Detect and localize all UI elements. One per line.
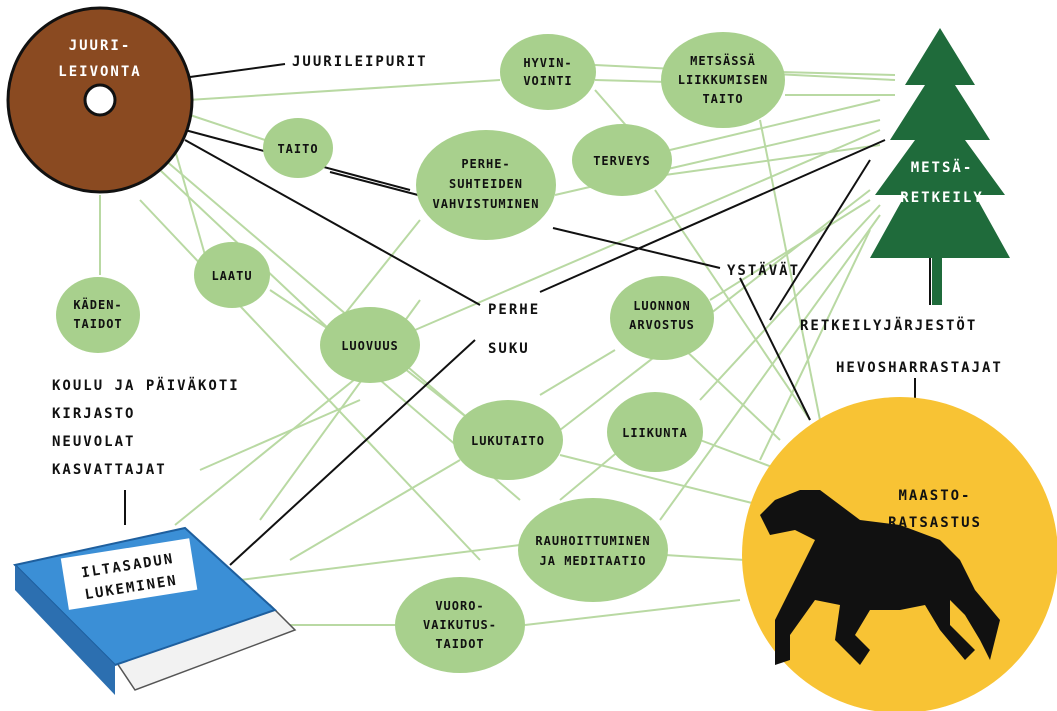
node-kaden-taidot: KÄDEN- TAIDOT bbox=[56, 277, 140, 353]
node-luonnon-line2: ARVOSTUS bbox=[629, 318, 695, 332]
green-connectors bbox=[99, 64, 896, 626]
node-metsassa-line2: LIIKKUMISEN bbox=[678, 73, 768, 87]
hub-maasto-line2: RATSASTUS bbox=[888, 515, 982, 531]
label-juurileipurit: JUURILEIPURIT bbox=[292, 54, 428, 70]
hub-juuri-line1: JUURI- bbox=[69, 38, 132, 54]
node-terveys-line1: TERVEYS bbox=[593, 154, 651, 168]
label-suku: SUKU bbox=[488, 341, 530, 357]
node-perhesuhteiden-line3: VAHVISTUMINEN bbox=[433, 197, 540, 211]
node-liikunta-line1: LIIKUNTA bbox=[622, 426, 688, 440]
hub-iltasadun-lukeminen: ILTASADUN LUKEMINEN bbox=[12, 526, 297, 695]
label-koulu-line1: KOULU JA PÄIVÄKOTI bbox=[52, 377, 240, 394]
hub-metsa-line2: RETKEILY bbox=[900, 190, 983, 206]
node-kaden-line2: TAIDOT bbox=[73, 317, 122, 331]
label-koulu-line2: KIRJASTO bbox=[52, 406, 135, 422]
node-luovuus-line1: LUOVUUS bbox=[341, 339, 399, 353]
hub-maasto-ratsastus: MAASTO- RATSASTUS bbox=[742, 397, 1057, 711]
node-kaden-line1: KÄDEN- bbox=[73, 297, 122, 312]
label-koulu-line4: KASVATTAJAT bbox=[52, 462, 167, 478]
node-rauhoittuminen-line1: RAUHOITTUMINEN bbox=[535, 534, 650, 548]
hub-juuri-leivonta: JUURI- LEIVONTA bbox=[6, 6, 194, 194]
node-laatu: LAATU bbox=[194, 242, 270, 308]
label-ystavat: YSTÄVÄT bbox=[727, 262, 800, 279]
hole-icon bbox=[83, 83, 117, 117]
book-label-plate bbox=[60, 538, 198, 610]
node-metsassa-line1: METSÄSSÄ bbox=[690, 53, 756, 68]
label-koulu-group: KOULU JA PÄIVÄKOTI KIRJASTO NEUVOLAT KAS… bbox=[52, 377, 240, 478]
node-hyvinvointi-line1: HYVIN- bbox=[523, 56, 572, 70]
node-luonnon-arvostus: LUONNON ARVOSTUS bbox=[610, 276, 714, 360]
hub-metsa-retkeily: METSÄ- RETKEILY bbox=[870, 28, 1010, 305]
node-vuorovaikutus-line3: TAIDOT bbox=[435, 637, 484, 651]
node-hyvinvointi: HYVIN- VOINTI bbox=[500, 34, 596, 110]
label-hevosharrastajat: HEVOSHARRASTAJAT bbox=[836, 360, 1003, 376]
node-perhesuhteiden-vahvistuminen: PERHE- SUHTEIDEN VAHVISTUMINEN bbox=[416, 130, 556, 240]
label-retkeilyjarjestot: RETKEILYJÄRJESTÖT bbox=[800, 316, 977, 334]
node-terveys: TERVEYS bbox=[572, 124, 672, 196]
label-koulu-line3: NEUVOLAT bbox=[52, 434, 135, 450]
node-taito: TAITO bbox=[263, 118, 333, 178]
node-lukutaito-line1: LUKUTAITO bbox=[471, 434, 545, 448]
hub-juuri-line2: LEIVONTA bbox=[58, 64, 141, 80]
node-perhesuhteiden-line2: SUHTEIDEN bbox=[449, 177, 523, 191]
pine-tree-icon bbox=[870, 28, 1010, 258]
node-vuorovaikutus-line1: VUORO- bbox=[435, 599, 484, 613]
node-liikunta: LIIKUNTA bbox=[607, 392, 703, 472]
node-metsassa-liikkumisen-taito: METSÄSSÄ LIIKKUMISEN TAITO bbox=[661, 32, 785, 128]
node-luonnon-line1: LUONNON bbox=[633, 299, 691, 313]
book-spine bbox=[15, 565, 115, 695]
node-rauhoittuminen-line2: JA MEDITAATIO bbox=[540, 554, 647, 568]
dark-connectors bbox=[124, 63, 931, 566]
node-metsassa-line3: TAITO bbox=[702, 92, 743, 106]
node-lukutaito: LUKUTAITO bbox=[453, 400, 563, 480]
node-hyvinvointi-line2: VOINTI bbox=[523, 74, 572, 88]
hub-metsa-line1: METSÄ- bbox=[911, 159, 974, 176]
node-vuorovaikutustaidot: VUORO- VAIKUTUS- TAIDOT bbox=[395, 577, 525, 673]
node-taito-line1: TAITO bbox=[277, 142, 318, 156]
label-perhe: PERHE bbox=[488, 302, 540, 318]
node-rauhoittuminen-ja-meditaatio: RAUHOITTUMINEN JA MEDITAATIO bbox=[518, 498, 668, 602]
node-vuorovaikutus-line2: VAIKUTUS- bbox=[423, 618, 497, 632]
node-perhesuhteiden-line1: PERHE- bbox=[461, 157, 510, 171]
tree-trunk-icon bbox=[932, 245, 942, 305]
horse-icon bbox=[760, 490, 1000, 665]
hub-maasto-line1: MAASTO- bbox=[898, 488, 971, 504]
node-luovuus: LUOVUUS bbox=[320, 307, 420, 383]
node-laatu-line1: LAATU bbox=[211, 269, 252, 283]
